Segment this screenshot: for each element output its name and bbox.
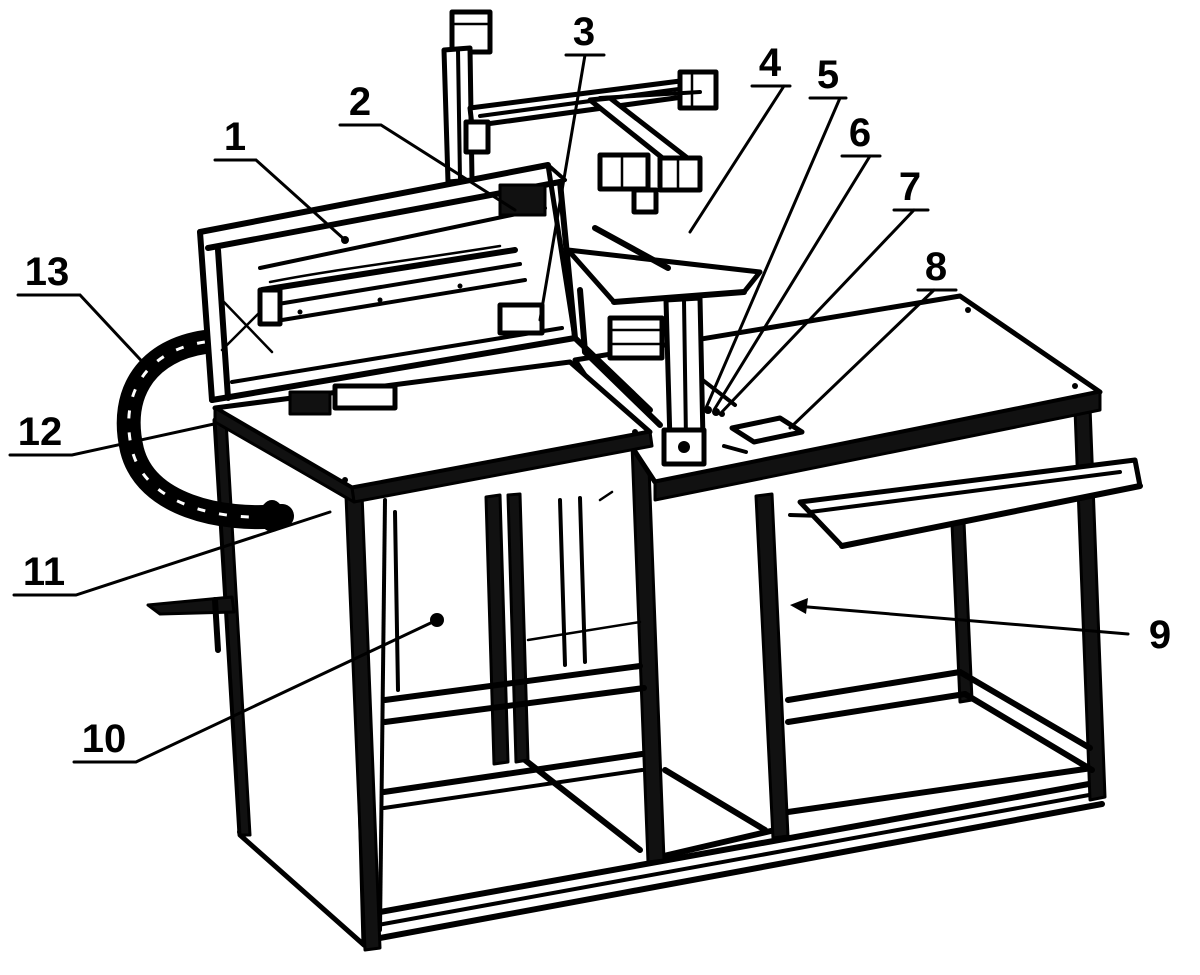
callout-10: 10 [72, 618, 439, 764]
callout-1: 1 [213, 115, 347, 242]
right-cabinet-frame [785, 513, 1095, 773]
support-post [661, 295, 707, 467]
base-frame [237, 757, 1105, 948]
callout-7: 7 [718, 165, 930, 416]
callout-label: 12 [18, 410, 63, 454]
callout-11: 11 [12, 510, 332, 597]
callout-9: 9 [790, 598, 1171, 657]
callout-3: 3 [538, 10, 606, 322]
hose-end [260, 500, 284, 532]
left-cabinet-frame [378, 490, 647, 932]
callout-label: 1 [224, 115, 246, 159]
head-assembly [597, 152, 703, 215]
arrowhead [790, 598, 808, 614]
pull-out-tray [797, 457, 1143, 549]
callout-label: 7 [899, 165, 921, 209]
callout-label: 11 [23, 550, 65, 594]
workpiece-plate [722, 415, 805, 454]
callout-label: 13 [25, 250, 70, 294]
callout-2: 2 [338, 80, 517, 212]
callout-label: 2 [349, 80, 371, 124]
platform [565, 225, 763, 305]
upper-housing [197, 162, 578, 416]
callout-label: 6 [849, 111, 871, 155]
callout-5: 5 [704, 53, 848, 410]
callout-label: 10 [82, 717, 127, 761]
callout-13: 13 [16, 250, 152, 372]
horizontal-arm [463, 69, 719, 167]
vertical-column [441, 9, 493, 185]
callout-label: 9 [1149, 613, 1171, 657]
callout-label: 5 [817, 53, 839, 97]
foot-pedal [146, 595, 236, 616]
callout-label: 8 [925, 245, 947, 289]
callout-6: 6 [712, 111, 882, 412]
platform-frame [572, 287, 737, 428]
callout-label: 3 [573, 10, 595, 54]
callout-4: 4 [688, 41, 792, 234]
callout-label: 4 [759, 41, 782, 85]
callout-8: 8 [788, 245, 958, 430]
callout-12: 12 [8, 410, 216, 457]
left-table-top [212, 359, 654, 504]
